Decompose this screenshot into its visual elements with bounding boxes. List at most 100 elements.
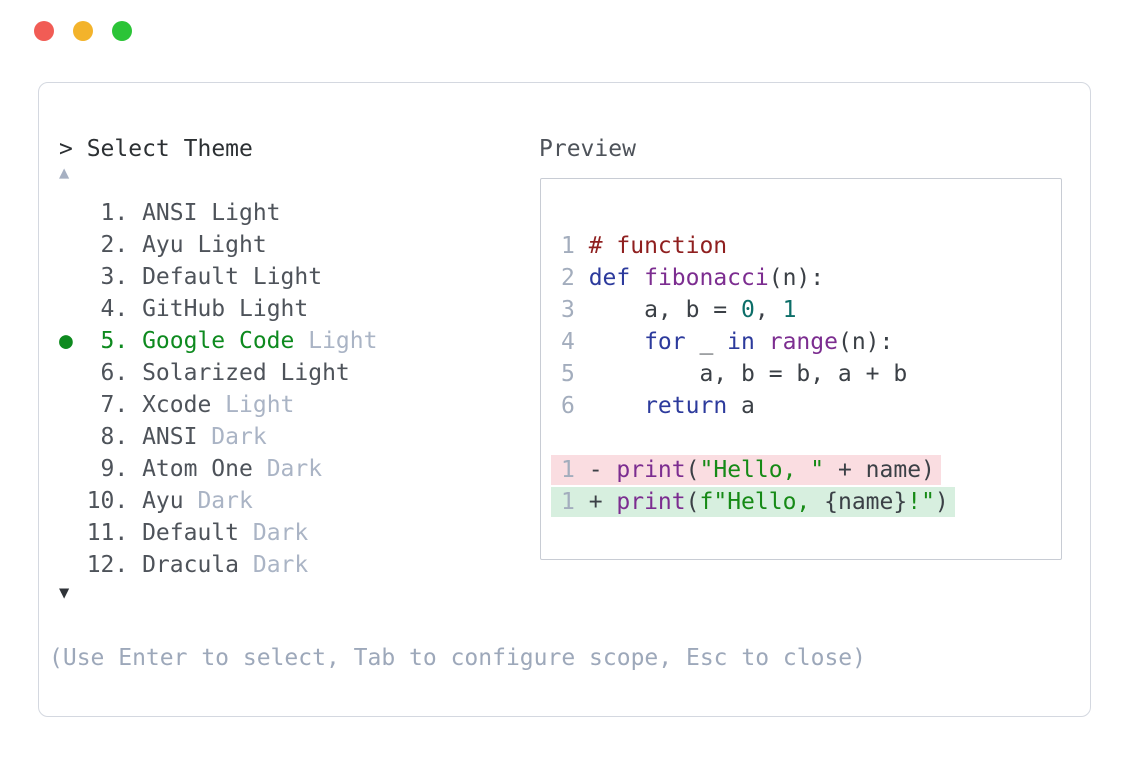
theme-option-xcode-light[interactable]: 7. Xcode Light	[59, 389, 377, 421]
theme-number: 11.	[86, 520, 129, 546]
theme-name: ANSI	[142, 200, 198, 226]
theme-number: 2.	[100, 232, 129, 258]
theme-option-atom-one-dark[interactable]: 9. Atom One Dark	[59, 453, 377, 485]
code-token	[589, 393, 644, 419]
code-line: 5 a, b = b, a + b	[561, 358, 955, 390]
code-text: return a	[589, 393, 755, 419]
line-number: 5	[561, 361, 575, 387]
theme-number: 5.	[100, 328, 129, 354]
diff-removed-highlight: 1- print("Hello, " + name)	[551, 455, 941, 485]
code-token: 0	[741, 297, 755, 323]
theme-number: 10.	[86, 488, 129, 514]
scroll-up-arrow-icon[interactable]: ▲	[59, 163, 70, 183]
theme-number: 1.	[100, 200, 129, 226]
code-token: print	[616, 489, 686, 515]
preview-label: Preview	[539, 136, 636, 162]
line-number: 1	[561, 489, 575, 515]
blank-line	[561, 422, 955, 454]
theme-variant: Dark	[252, 552, 309, 578]
theme-option-dracula-dark[interactable]: 12. Dracula Dark	[59, 549, 377, 581]
code-token: (	[685, 489, 700, 515]
code-token: !"	[907, 489, 935, 515]
theme-variant: Dark	[266, 456, 323, 482]
theme-variant: Light	[239, 296, 309, 322]
theme-number: 7.	[100, 392, 129, 418]
scroll-down-arrow-icon[interactable]: ▼	[59, 583, 70, 603]
keyboard-hint: (Use Enter to select, Tab to configure s…	[49, 645, 866, 671]
theme-variant: Dark	[252, 520, 309, 546]
theme-number: 12.	[86, 552, 129, 578]
code-token: +	[588, 489, 617, 515]
theme-variant: Dark	[197, 488, 253, 514]
code-token: # function	[588, 233, 728, 259]
code-token: fibonacci	[644, 265, 769, 291]
theme-name: Dracula	[142, 552, 239, 578]
code-token: range	[768, 329, 838, 355]
theme-option-ansi-light[interactable]: 1. ANSI Light	[59, 197, 377, 229]
code-token: (n):	[768, 265, 825, 291]
code-token: a, b = b, a + b	[588, 361, 908, 387]
code-line: 2 def fibonacci(n):	[561, 262, 955, 294]
code-token: ,	[754, 297, 783, 323]
theme-option-default-dark[interactable]: 11. Default Dark	[59, 517, 377, 549]
close-button[interactable]	[34, 21, 54, 41]
line-number: 6	[561, 393, 575, 419]
theme-variant: Dark	[211, 424, 267, 450]
diff-line-added: 1 + print(f"Hello, {name}!")	[551, 486, 955, 518]
theme-name: Atom One	[142, 456, 253, 482]
diff-added-highlight: 1 + print(f"Hello, {name}!")	[551, 487, 955, 517]
theme-name: Default	[142, 520, 239, 546]
theme-variant: Light	[308, 328, 378, 354]
code-token: (	[685, 457, 700, 483]
code-token	[755, 329, 769, 355]
code-token: "Hello, "	[699, 457, 825, 483]
code-token: a, b =	[588, 297, 742, 323]
theme-variant: Light	[280, 360, 350, 386]
code-text: + print(f"Hello, {name}!")	[589, 489, 949, 515]
code-token: 1	[782, 297, 797, 323]
code-text: # function	[589, 233, 727, 259]
code-token: (n):	[837, 329, 894, 355]
code-text: for _ in range(n):	[589, 329, 894, 355]
code-token: print	[616, 457, 686, 483]
code-text: def fibonacci(n):	[589, 265, 824, 291]
code-line: 1# function	[561, 230, 955, 262]
theme-variant: Light	[211, 200, 281, 226]
code-token: {name}	[824, 489, 908, 515]
theme-name: Xcode	[142, 392, 212, 418]
code-token: a	[727, 393, 755, 419]
code-token: )	[934, 489, 949, 515]
code-line: 3 a, b = 0, 1	[561, 294, 955, 326]
selected-bullet-icon: ●	[59, 328, 73, 354]
window-controls	[34, 21, 132, 41]
code-token: _	[685, 329, 728, 355]
code-token: for	[644, 329, 686, 355]
minimize-button[interactable]	[73, 21, 93, 41]
code-token: + name)	[824, 457, 935, 483]
theme-name: Solarized	[142, 360, 267, 386]
code-token: in	[727, 329, 755, 355]
maximize-button[interactable]	[112, 21, 132, 41]
theme-name: Ayu	[142, 232, 184, 258]
theme-number: 4.	[100, 296, 129, 322]
theme-variant: Light	[252, 264, 323, 290]
theme-number: 9.	[100, 456, 129, 482]
line-number: 2	[561, 265, 575, 291]
theme-variant: Light	[225, 392, 295, 418]
code-text: a, b = 0, 1	[588, 297, 797, 323]
line-number: 1	[561, 457, 575, 483]
theme-name: ANSI	[142, 424, 198, 450]
code-line: 6 return a	[561, 390, 955, 422]
